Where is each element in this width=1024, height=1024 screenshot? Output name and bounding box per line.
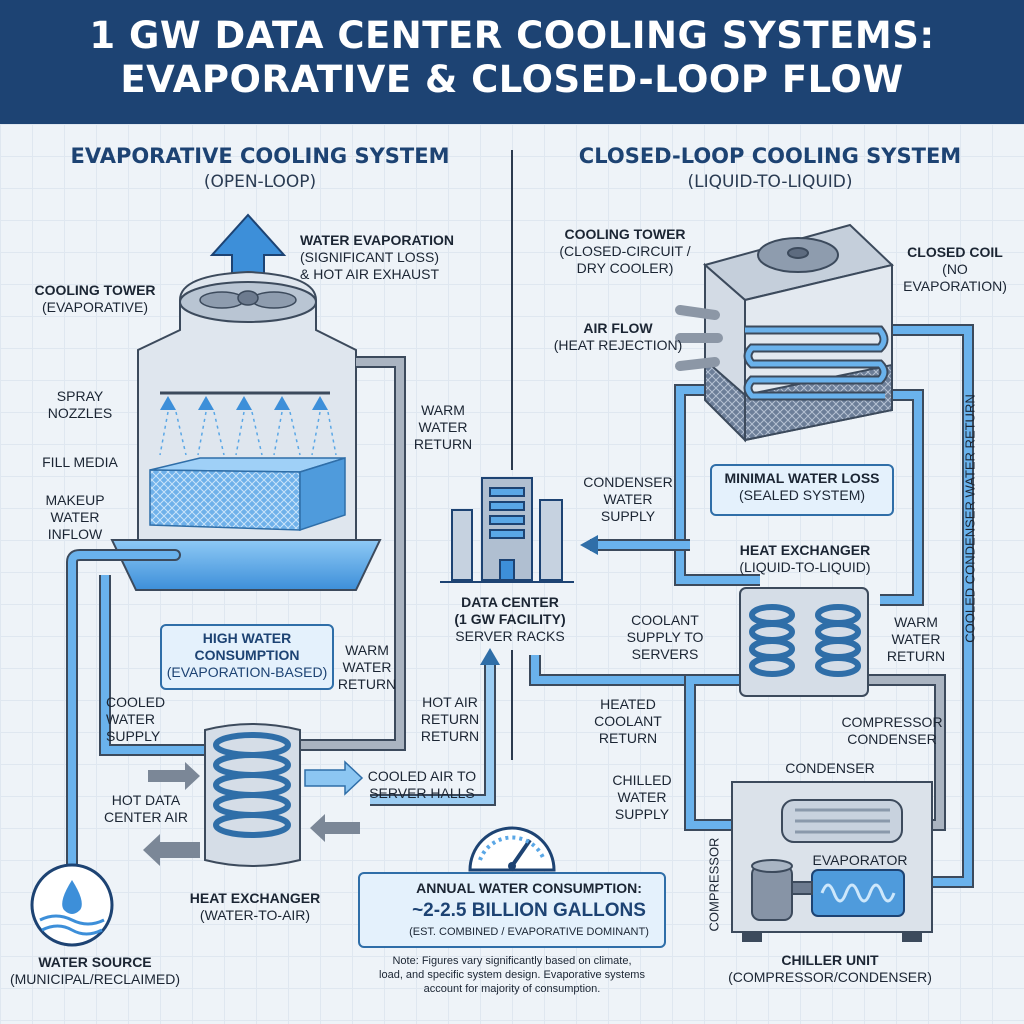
annual-title: ANNUAL WATER CONSUMPTION: bbox=[416, 880, 642, 896]
annual-value: ~2-2.5 BILLION GALLONS bbox=[412, 900, 646, 921]
cooled-water-supply-pipe bbox=[101, 575, 205, 754]
condenser-supply-pipe bbox=[676, 386, 760, 584]
spray-drops bbox=[159, 411, 337, 456]
data-center-label: DATA CENTER(1 GW FACILITY)SERVER RACKS bbox=[454, 594, 566, 644]
cooled-air-arrow bbox=[304, 760, 364, 796]
compressor-label: COMPRESSOR bbox=[706, 837, 722, 932]
data-center-building-icon bbox=[440, 477, 574, 583]
closed-section-header: CLOSED-LOOP COOLING SYSTEM (LIQUID-TO-LI… bbox=[550, 144, 990, 192]
minimal-water-loss-box: MINIMAL WATER LOSS(SEALED SYSTEM) bbox=[710, 464, 894, 516]
makeup-water-pipe bbox=[68, 551, 179, 874]
right-hx-coils bbox=[749, 604, 861, 677]
compressor-shape bbox=[751, 859, 813, 921]
condenser-label: CONDENSER bbox=[785, 760, 875, 776]
warm-water-return-pipe bbox=[300, 358, 404, 749]
coolant-supply-pipe bbox=[531, 655, 745, 684]
hot-air-return-pipe bbox=[370, 660, 494, 804]
closed-heading: CLOSED-LOOP COOLING SYSTEM bbox=[578, 144, 962, 168]
diagram-stage: EVAPORATIVE COOLING SYSTEM (OPEN-LOOP) C… bbox=[0, 124, 1024, 1024]
cooled-condenser-return-label: COOLED CONDENSER WATER RETURN bbox=[962, 394, 978, 643]
gauge-icon bbox=[468, 826, 556, 872]
evap-heading: EVAPORATIVE COOLING SYSTEM bbox=[70, 144, 450, 168]
water-evaporation-label: WATER EVAPORATION(SIGNIFICANT LOSS)& HOT… bbox=[300, 232, 454, 282]
closed-cooling-tower-label: COOLING TOWER(CLOSED-CIRCUIT /DRY COOLER… bbox=[559, 226, 691, 276]
title-line-1: 1 GW DATA CENTER COOLING SYSTEMS: bbox=[89, 14, 935, 57]
left-hx-coil bbox=[213, 732, 291, 838]
air-flow-label: AIR FLOW(HEAT REJECTION) bbox=[553, 320, 683, 353]
right-heat-exchanger bbox=[739, 587, 869, 697]
evap-cooling-tower-label: COOLING TOWER(EVAPORATIVE) bbox=[34, 282, 156, 315]
water-source-label: WATER SOURCE(MUNICIPAL/RECLAIMED) bbox=[9, 954, 181, 987]
cooled-condenser-return-pipe bbox=[870, 326, 972, 886]
evaporator-label: EVAPORATOR bbox=[812, 852, 908, 868]
fill-media-label: FILL MEDIA bbox=[42, 454, 118, 470]
evap-section-header: EVAPORATIVE COOLING SYSTEM (OPEN-LOOP) bbox=[60, 144, 460, 192]
closed-coil bbox=[745, 327, 887, 399]
title-line-2: EVAPORATIVE & CLOSED-LOOP FLOW bbox=[120, 58, 904, 101]
annual-consumption-box: ANNUAL WATER CONSUMPTION: ~2-2.5 BILLION… bbox=[358, 872, 666, 948]
footnote: Note: Figures vary significantly based o… bbox=[379, 955, 645, 995]
diagram-graphics bbox=[30, 150, 974, 947]
tower-fan bbox=[199, 290, 297, 309]
air-flow-arrow-3 bbox=[675, 357, 720, 371]
chiller-unit-label: CHILLER UNIT(COMPRESSOR/CONDENSER) bbox=[728, 952, 932, 985]
spray-nozzles bbox=[160, 396, 328, 410]
evap-subheading: (OPEN-LOOP) bbox=[203, 172, 317, 192]
exhaust-air-arrow bbox=[143, 834, 200, 866]
air-flow-arrow-1 bbox=[675, 305, 720, 320]
right-heat-exchanger-label: HEAT EXCHANGER(LIQUID-TO-LIQUID) bbox=[739, 542, 871, 575]
closed-subheading: (LIQUID-TO-LIQUID) bbox=[687, 172, 853, 192]
left-heat-exchanger-label: HEAT EXCHANGER(WATER-TO-AIR) bbox=[189, 890, 321, 923]
title-banner: 1 GW DATA CENTER COOLING SYSTEMS: EVAPOR… bbox=[0, 0, 1024, 124]
warm-return-pipe bbox=[880, 391, 922, 604]
chilled-water-pipe bbox=[686, 676, 745, 829]
tower-basin bbox=[110, 539, 382, 591]
hot-air-return-arrow bbox=[310, 814, 360, 842]
annual-sub: (EST. COMBINED / EVAPORATIVE DOMINANT) bbox=[409, 926, 649, 938]
hot-air-in-arrow bbox=[148, 762, 200, 790]
fill-media bbox=[149, 469, 301, 531]
